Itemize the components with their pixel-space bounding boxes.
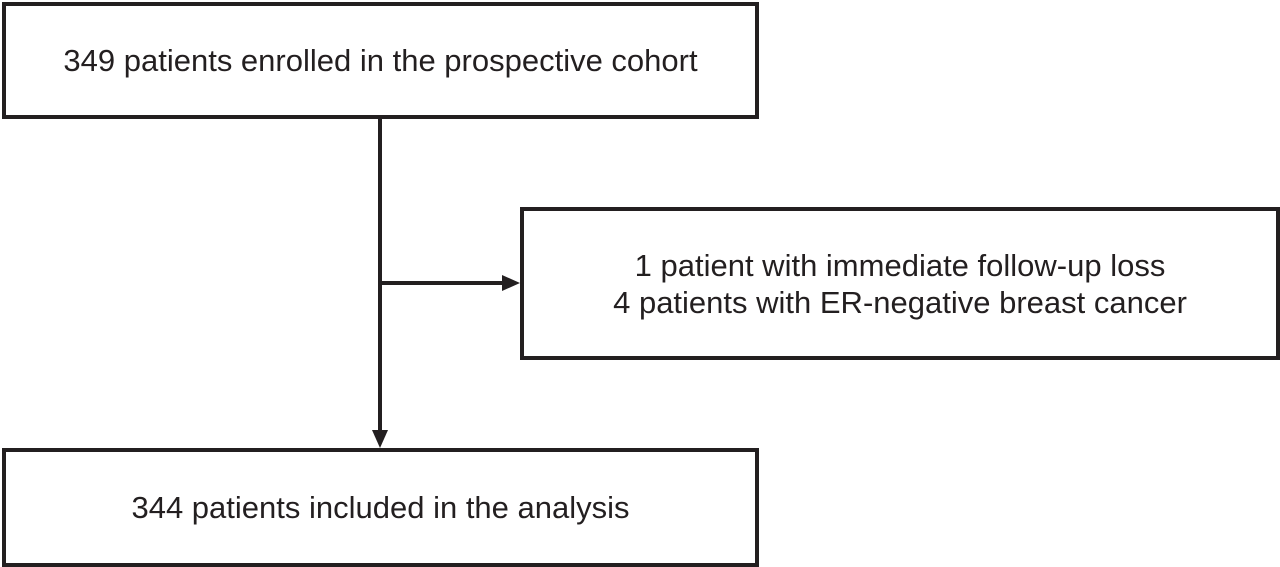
box-excluded-patients: 1 patient with immediate follow-up loss … xyxy=(520,207,1280,360)
box-enrolled-patients: 349 patients enrolled in the prospective… xyxy=(2,2,759,119)
excluded-line-followup-loss: 1 patient with immediate follow-up loss xyxy=(634,247,1166,283)
box-analysis-patients: 344 patients included in the analysis xyxy=(2,448,759,567)
arrowhead-down xyxy=(372,430,388,448)
arrowhead-right xyxy=(502,275,520,291)
excluded-line-er-negative: 4 patients with ER-negative breast cance… xyxy=(613,284,1187,320)
enrolled-text: 349 patients enrolled in the prospective… xyxy=(63,43,698,78)
analysis-text: 344 patients included in the analysis xyxy=(131,490,630,525)
